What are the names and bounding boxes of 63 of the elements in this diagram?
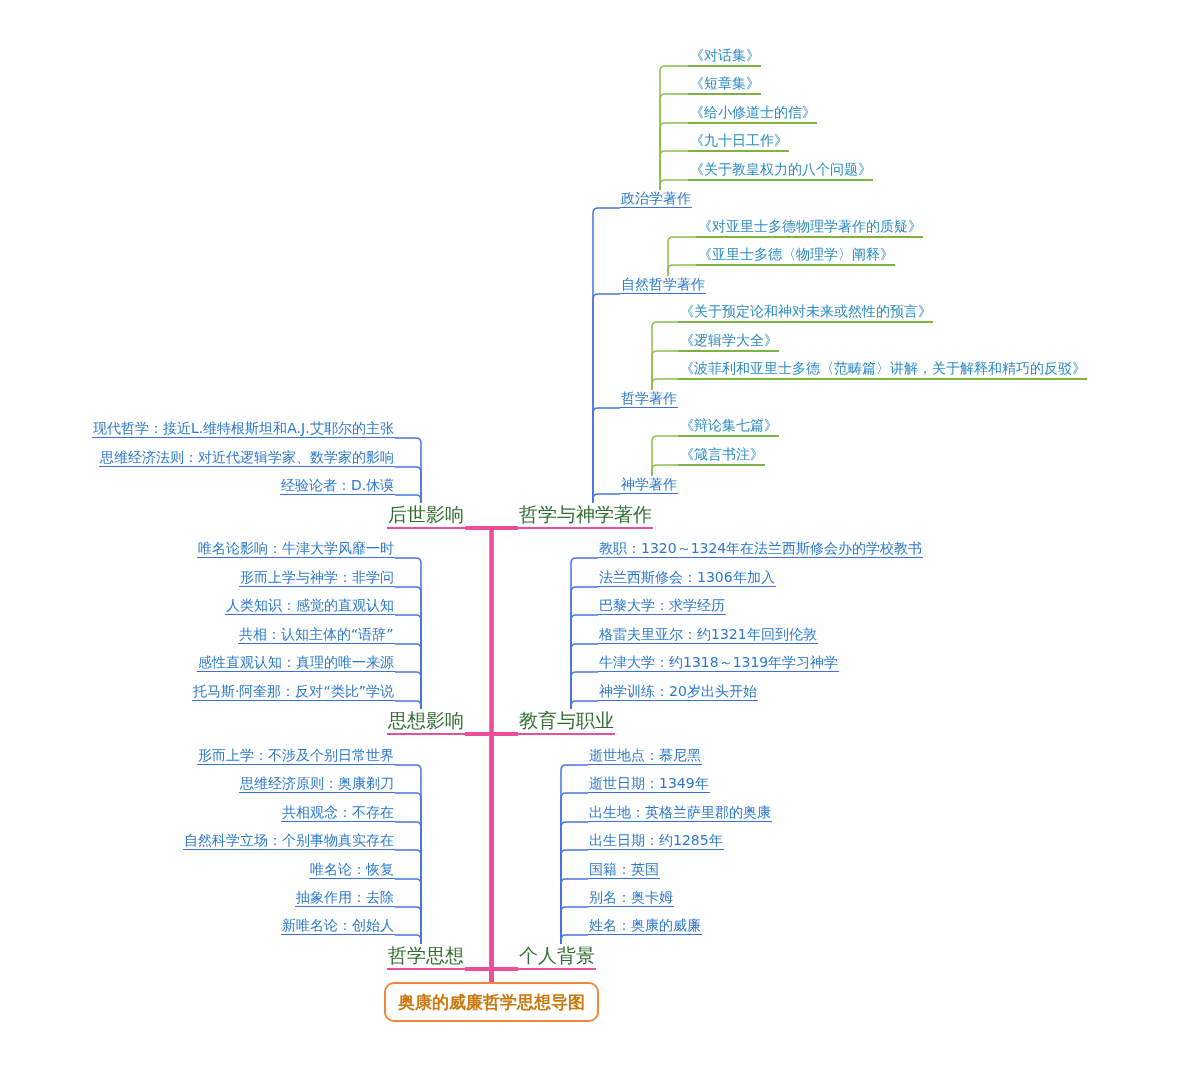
topic-label: 出生日期：约1285年	[588, 831, 724, 851]
topic-label: 经验论者：D.休谟	[280, 476, 396, 496]
subtopic-label: 《对话集》	[688, 47, 761, 67]
topic-label: 格雷夫里亚尔：约1321年回到伦敦	[598, 625, 818, 645]
connector-line	[394, 934, 422, 945]
branch-label: 个人背景	[518, 944, 596, 970]
topic-label: 哲学著作	[620, 389, 678, 409]
subtopic-label: 《亚里士多德〈物理学〉阐释》	[696, 246, 895, 266]
topic-label: 托马斯·阿奎那：反对“类比”学说	[192, 682, 395, 702]
connector-line	[394, 700, 422, 710]
topic-label: 唯名论影响：牛津大学风靡一时	[197, 539, 395, 559]
subtopic-label: 《给小修道士的信》	[688, 104, 817, 124]
topic-label: 抽象作用：去除	[295, 888, 395, 908]
subtopic-label: 《箴言书注》	[678, 446, 765, 466]
branch-label: 哲学与神学著作	[518, 503, 653, 529]
connector-line	[651, 464, 679, 477]
connector-line	[659, 179, 689, 191]
topic-label: 自然科学立场：个别事物真实存在	[183, 831, 395, 851]
connector-line	[651, 378, 679, 391]
topic-label: 出生地：英格兰萨里郡的奥康	[588, 803, 772, 823]
topic-label: 感性直观认知：真理的唯一来源	[197, 653, 395, 673]
topic-label: 别名：奥卡姆	[588, 888, 674, 908]
topic-label: 神学著作	[620, 475, 678, 495]
connector-line	[489, 967, 518, 982]
topic-label: 思维经济原则：奥康剃刀	[239, 774, 395, 794]
root-box: 奥康的威廉哲学思想导图	[383, 982, 599, 1023]
topic-label: 共相：认知主体的“语辞”	[238, 625, 395, 645]
topic-label: 形而上学与神学：非学问	[239, 568, 395, 588]
subtopic-label: 《九十日工作》	[688, 132, 789, 152]
connector-line	[394, 494, 422, 504]
connector-line	[560, 934, 589, 945]
branch-label: 后世影响	[387, 503, 465, 529]
subtopic-label: 《对亚里士多德物理学著作的质疑》	[696, 218, 923, 238]
branch-label: 教育与职业	[518, 709, 615, 735]
topic-label: 神学训练：20岁出头开始	[598, 682, 758, 702]
connector-line	[667, 264, 697, 277]
topic-label: 牛津大学：约1318～1319年学习神学	[598, 653, 840, 673]
connector-line	[570, 700, 599, 710]
topic-label: 人类知识：感觉的直观认知	[225, 596, 395, 616]
topic-label: 唯名论：恢复	[309, 860, 395, 880]
topic-label: 逝世日期：1349年	[588, 774, 710, 794]
topic-label: 教职：1320～1324年在法兰西斯修会办的学校教书	[598, 539, 924, 559]
branch-label: 哲学思想	[387, 944, 465, 970]
topic-label: 思维经济法则：对近代逻辑学家、数学家的影响	[99, 448, 395, 468]
connector-line	[592, 493, 621, 504]
subtopic-label: 《辩论集七篇》	[678, 417, 779, 437]
subtopic-label: 《关于预定论和神对未来或然性的预言》	[678, 303, 933, 323]
topic-label: 巴黎大学：求学经历	[598, 596, 726, 616]
topic-label: 形而上学：不涉及个别日常世界	[197, 746, 395, 766]
topic-label: 现代哲学：接近L.维特根斯坦和A.J.艾耶尔的主张	[92, 419, 395, 439]
subtopic-label: 《短章集》	[688, 75, 761, 95]
topic-label: 法兰西斯修会：1306年加入	[598, 568, 776, 588]
subtopic-label: 《关于教皇权力的八个问题》	[688, 161, 873, 181]
topic-label: 逝世地点：慕尼黑	[588, 746, 702, 766]
topic-label: 姓名：奥康的威廉	[588, 916, 702, 936]
branch-label: 思想影响	[387, 709, 465, 735]
topic-label: 政治学著作	[620, 189, 692, 209]
topic-label: 共相观念：不存在	[281, 803, 395, 823]
topic-label: 国籍：英国	[588, 860, 660, 880]
topic-label: 新唯名论：创始人	[281, 916, 395, 936]
subtopic-label: 《波菲利和亚里士多德〈范畴篇〉讲解，关于解释和精巧的反驳》	[678, 360, 1087, 380]
subtopic-label: 《逻辑学大全》	[678, 332, 779, 352]
topic-label: 自然哲学著作	[620, 275, 706, 295]
